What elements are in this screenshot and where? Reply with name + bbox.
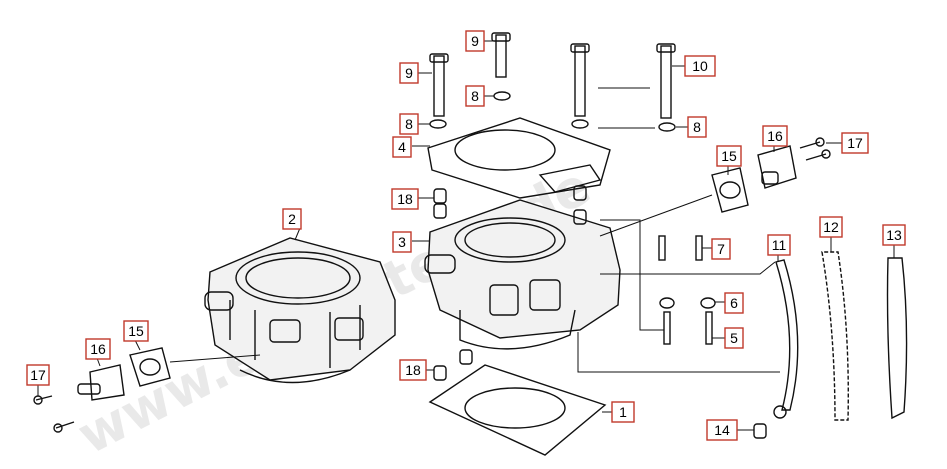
callout-box — [399, 359, 427, 381]
callout-box — [711, 238, 731, 260]
tensioner-left — [33, 347, 261, 433]
head-gasket — [427, 117, 611, 199]
cylinder-right — [424, 199, 621, 350]
callout-box — [841, 132, 869, 154]
tensioner-right — [599, 137, 831, 237]
callout-number: 8 — [471, 88, 479, 104]
base-gasket — [428, 364, 607, 456]
callout-number: 1 — [619, 404, 627, 420]
callout-box — [399, 62, 419, 84]
callout-14: 14 — [706, 419, 738, 441]
head-bolts — [429, 32, 676, 132]
callout-box — [392, 136, 412, 158]
callout-17b: 17 — [26, 364, 50, 386]
callout-box — [684, 55, 716, 77]
callout-number: 17 — [847, 135, 863, 151]
callout-box — [687, 116, 707, 138]
callout-box — [399, 113, 419, 135]
callout-9a: 9 — [399, 62, 419, 84]
callout-number: 12 — [823, 219, 839, 235]
callout-box — [611, 401, 635, 423]
timing-chain-set — [753, 251, 908, 439]
studs-and-nuts — [658, 235, 716, 345]
callout-box — [762, 125, 788, 147]
callout-number: 13 — [886, 227, 902, 243]
callout-number: 16 — [767, 128, 783, 144]
callout-number: 15 — [128, 323, 144, 339]
callout-box — [123, 320, 149, 342]
callout-box — [767, 234, 791, 256]
callout-number: 18 — [397, 191, 413, 207]
callout-15b: 15 — [123, 320, 149, 342]
callout-number: 9 — [471, 33, 479, 49]
callout-10: 10 — [684, 55, 716, 77]
callout-number: 8 — [405, 116, 413, 132]
callout-box — [26, 364, 50, 386]
callout-1: 1 — [611, 401, 635, 423]
callout-18b: 18 — [399, 359, 427, 381]
callout-13: 13 — [882, 224, 906, 246]
callout-box — [391, 188, 419, 210]
callout-12: 12 — [819, 216, 843, 238]
callout-number: 10 — [692, 58, 708, 74]
callout-3: 3 — [392, 231, 412, 253]
callout-number: 8 — [693, 119, 701, 135]
callout-18a: 18 — [391, 188, 419, 210]
callout-16b: 16 — [85, 338, 111, 360]
callout-box — [706, 419, 738, 441]
callout-number: 2 — [288, 211, 296, 227]
callout-2: 2 — [282, 208, 302, 230]
callout-number: 5 — [730, 330, 738, 346]
callout-number: 7 — [717, 241, 725, 257]
callout-5: 5 — [724, 327, 744, 349]
callout-number: 18 — [405, 362, 421, 378]
callout-number: 6 — [730, 295, 738, 311]
callout-number: 16 — [90, 341, 106, 357]
callout-number: 17 — [30, 367, 46, 383]
callout-4: 4 — [392, 136, 412, 158]
callout-box — [392, 231, 412, 253]
callout-box — [819, 216, 843, 238]
callout-16a: 16 — [762, 125, 788, 147]
callout-number: 9 — [405, 65, 413, 81]
callout-8c: 8 — [687, 116, 707, 138]
cylinder-left — [204, 237, 396, 384]
callout-box — [724, 292, 744, 314]
callout-7: 7 — [711, 238, 731, 260]
callout-11: 11 — [767, 234, 791, 256]
callout-6: 6 — [724, 292, 744, 314]
callout-number: 11 — [772, 237, 787, 253]
callout-8a: 8 — [399, 113, 419, 135]
callout-box — [882, 224, 906, 246]
dowel-pins — [433, 185, 587, 381]
callout-9b: 9 — [465, 30, 485, 52]
callout-17a: 17 — [841, 132, 869, 154]
callout-number: 15 — [721, 148, 737, 164]
callout-number: 14 — [714, 422, 730, 438]
callout-number: 3 — [398, 234, 406, 250]
callout-box — [724, 327, 744, 349]
callout-box — [282, 208, 302, 230]
leader-lines — [37, 40, 895, 431]
callout-number: 4 — [398, 139, 406, 155]
callout-box — [465, 30, 485, 52]
callout-box — [716, 145, 742, 167]
callout-8b: 8 — [465, 85, 485, 107]
callout-box — [85, 338, 111, 360]
callout-15a: 15 — [716, 145, 742, 167]
callout-box — [465, 85, 485, 107]
